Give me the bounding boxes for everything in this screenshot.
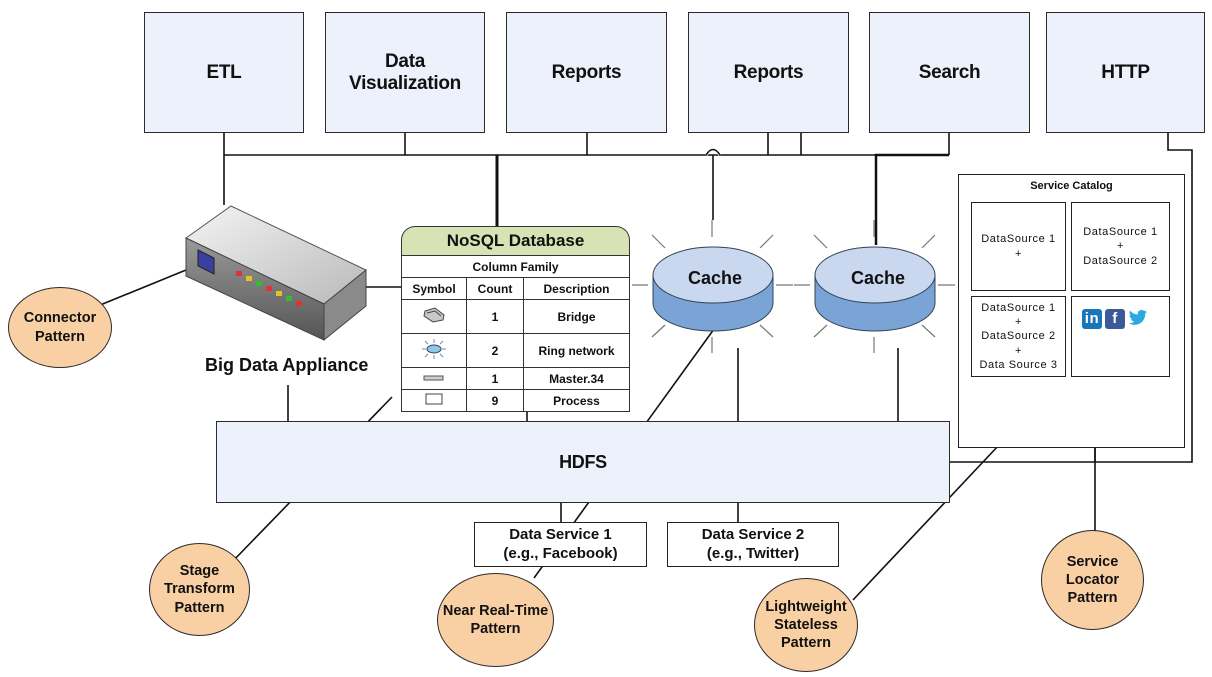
facebook-icon: f <box>1105 309 1125 329</box>
connector-pattern-oval: Connector Pattern <box>8 287 112 368</box>
data-service-1: Data Service 1 (e.g., Facebook) <box>474 522 647 567</box>
near-real-time-pattern-oval: Near Real-Time Pattern <box>437 573 554 667</box>
twitter-icon <box>1128 310 1148 325</box>
table-row: 9 Process <box>401 389 630 412</box>
row-description: Process <box>523 389 630 412</box>
etl-box: ETL <box>144 12 304 133</box>
reports-box-1: Reports <box>506 12 667 133</box>
table-row: 1 Bridge <box>401 299 630 334</box>
cache-cylinder-2 <box>794 220 955 353</box>
social-services-box: in f <box>1071 296 1170 377</box>
big-data-appliance-label: Big Data Appliance <box>205 355 369 375</box>
row-count: 9 <box>466 389 524 412</box>
row-count: 2 <box>466 333 524 368</box>
nosql-database: NoSQL Database Column Family Symbol Coun… <box>401 226 630 412</box>
row-description: Master.34 <box>523 367 630 390</box>
cache-label-1: Cache <box>688 268 743 288</box>
service-catalog-title: Service Catalog <box>1030 180 1113 192</box>
ring-network-icon <box>401 333 467 368</box>
bridge-icon <box>401 299 467 334</box>
column-header-description: Description <box>523 277 630 300</box>
service-catalog: Service Catalog DataSource 1 + DataSourc… <box>958 174 1185 448</box>
big-data-appliance-icon <box>185 205 367 342</box>
datasource-box-3: DataSource 1 + DataSource 2 + Data Sourc… <box>971 296 1066 377</box>
row-count: 1 <box>466 367 524 390</box>
cache-label-2: Cache <box>851 268 906 288</box>
row-count: 1 <box>466 299 524 334</box>
cache-cylinder-1 <box>632 220 793 353</box>
hdfs-box: HDFS <box>216 421 950 503</box>
lightweight-stateless-pattern-oval: Lightweight Stateless Pattern <box>754 578 858 672</box>
column-header-symbol: Symbol <box>401 277 467 300</box>
nosql-table: Column Family Symbol Count Description 1… <box>401 255 630 412</box>
http-box: HTTP <box>1046 12 1205 133</box>
data-service-2: Data Service 2 (e.g., Twitter) <box>667 522 839 567</box>
row-description: Bridge <box>523 299 630 334</box>
table-row: 2 Ring network <box>401 333 630 368</box>
process-icon <box>401 389 467 412</box>
search-box: Search <box>869 12 1030 133</box>
nosql-title: NoSQL Database <box>401 226 630 255</box>
column-header-count: Count <box>466 277 524 300</box>
nosql-subtitle: Column Family <box>401 255 630 278</box>
datasource-box-2: DataSource 1 + DataSource 2 <box>1071 202 1170 291</box>
data-visualization-box: Data Visualization <box>325 12 485 133</box>
reports-box-2: Reports <box>688 12 849 133</box>
stage-transform-pattern-oval: Stage Transform Pattern <box>149 543 250 636</box>
linkedin-icon: in <box>1082 309 1102 329</box>
row-description: Ring network <box>523 333 630 368</box>
datasource-box-1: DataSource 1 + <box>971 202 1066 291</box>
service-locator-pattern-oval: Service Locator Pattern <box>1041 530 1144 630</box>
table-row: 1 Master.34 <box>401 367 630 390</box>
master-icon <box>401 367 467 390</box>
